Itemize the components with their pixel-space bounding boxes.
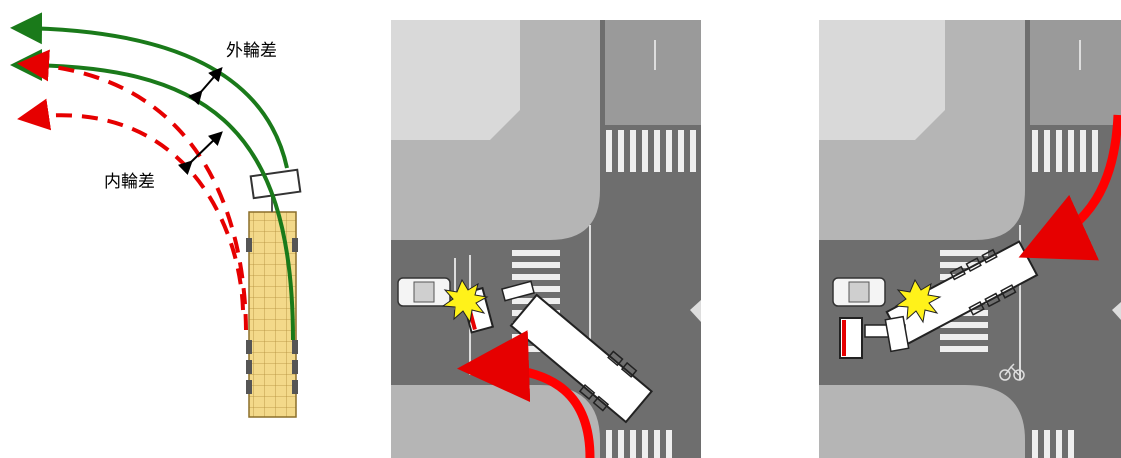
passenger-car bbox=[398, 278, 450, 306]
intersection-scene-right bbox=[819, 20, 1121, 458]
outer-wheel-difference-label: 外輪差 bbox=[226, 41, 277, 61]
passenger-car bbox=[833, 278, 885, 306]
intersection-scene-left bbox=[391, 20, 701, 458]
inner-path-arrow-1 bbox=[25, 64, 246, 330]
outer-difference-arrow bbox=[200, 70, 220, 93]
wheel-difference-diagram: 外輪差 内輪差 bbox=[18, 28, 300, 417]
inner-wheel-difference-label: 内輪差 bbox=[104, 172, 155, 192]
